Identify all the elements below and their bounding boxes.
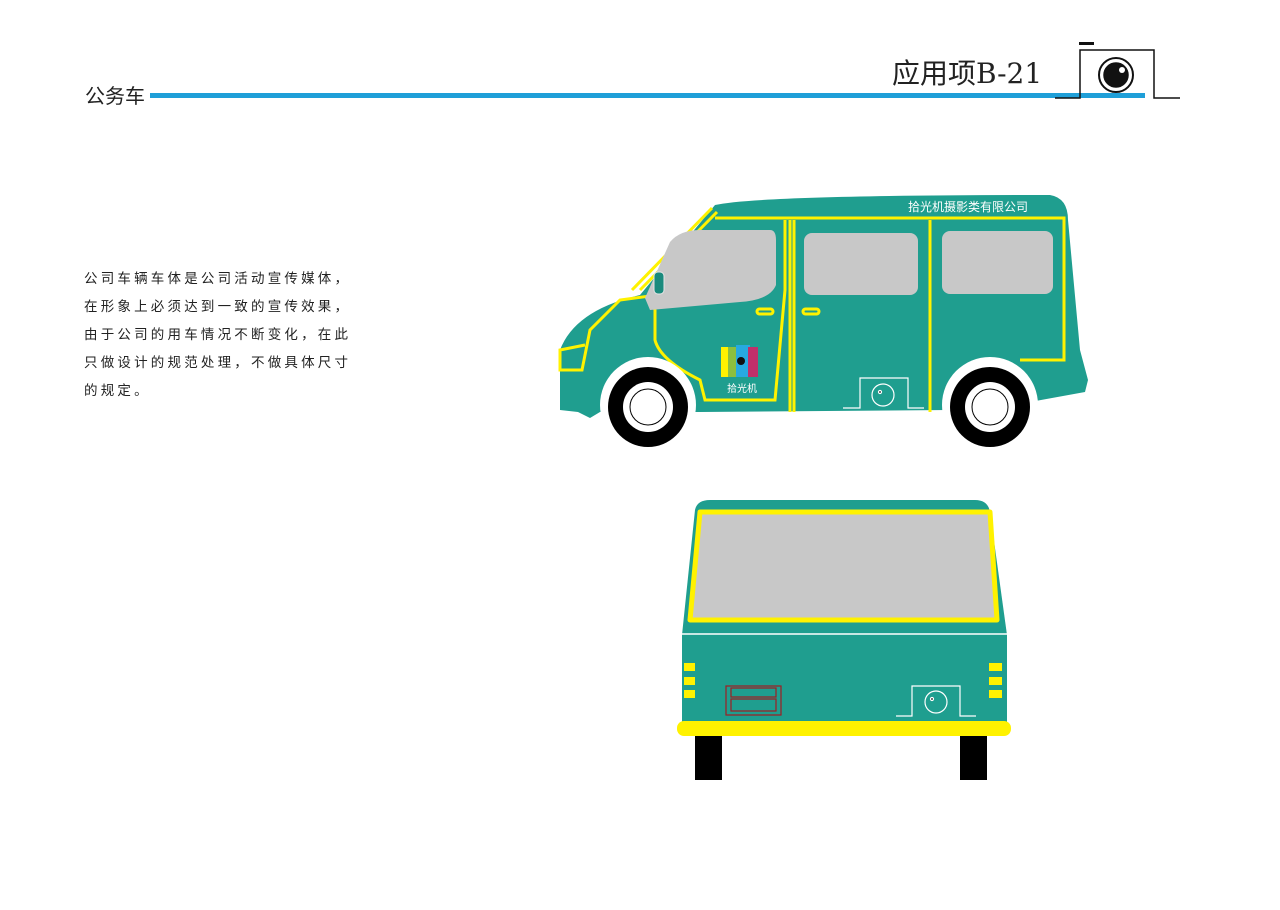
description-line: 的规定。 xyxy=(84,383,151,399)
company-name: 拾光机摄影类有限公司 xyxy=(908,199,1028,214)
header-rule xyxy=(150,93,1145,98)
description-line: 由于公司的用车情况不断变化，在此 xyxy=(84,327,352,343)
description-line: 只做设计的规范处理，不做具体尺寸 xyxy=(84,355,352,371)
van-rear-view xyxy=(677,500,1011,780)
description: 公司车辆车体是公司活动宣传媒体， 在形象上必须达到一致的宣传效果， 由于公司的用… xyxy=(84,265,384,405)
description-line: 在形象上必须达到一致的宣传效果， xyxy=(84,299,352,315)
page-code: 应用项B-21 xyxy=(892,57,1043,90)
section-title: 公务车 xyxy=(85,84,145,108)
van-side-view: 拾光机 拾光机摄影类有限公司 xyxy=(558,195,1088,453)
description-line: 公司车辆车体是公司活动宣传媒体， xyxy=(84,271,352,287)
door-logo-text: 拾光机 xyxy=(727,382,757,395)
camera-logo-icon xyxy=(1055,42,1180,99)
